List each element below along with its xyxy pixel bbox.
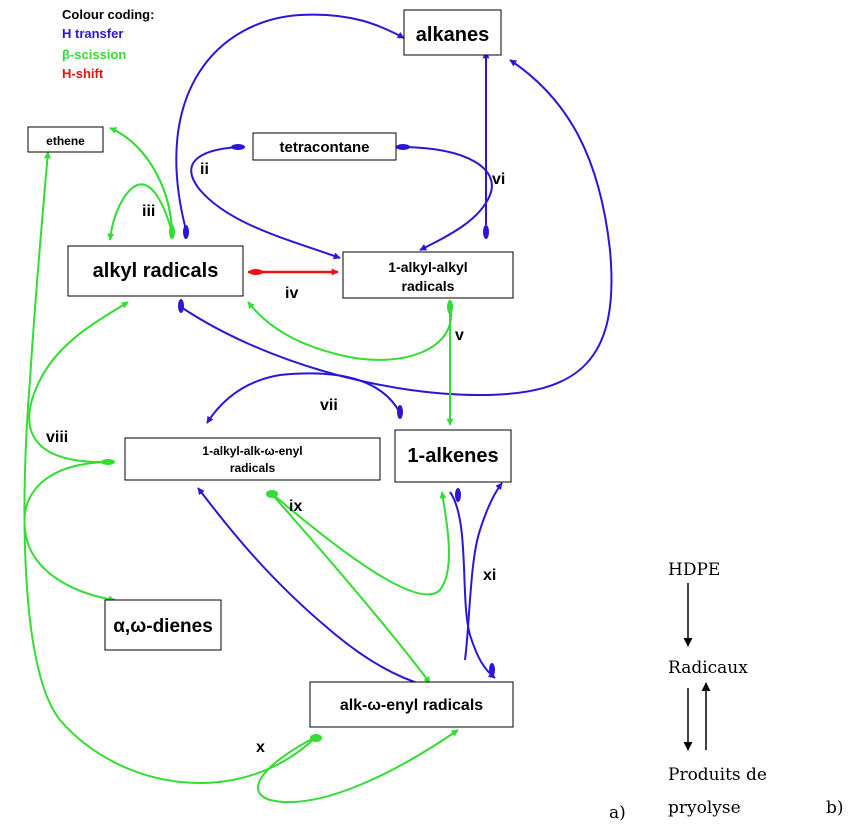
legend: Colour coding: H transfer β-scission H-s… [62,7,154,81]
h-transfer-arrows [175,13,613,692]
box-alkyl-alkyl-radicals [342,251,514,299]
box-alkyl-alkenyl-radicals [124,437,381,481]
arrow-alkenyl-to-alkenes [464,482,503,661]
arrow-tetracontane-to-alkylalkyl [190,146,341,260]
label-v: v [455,327,464,344]
arrow-alkylalkenyl-to-alkenes [269,491,450,596]
node-alkyl-alkenyl-line2: radicals [230,461,276,475]
box-1-alkenes [394,429,512,483]
legend-h-shift: H-shift [62,66,104,81]
arrow-alkenes-to-alkenylradicals [206,372,401,424]
node-alkyl-alkyl-line1: 1-alkyl-alkyl [388,259,467,275]
node-dienes: α,ω-dienes [113,616,213,637]
arrow-tails [101,144,495,742]
node-boxes [27,9,514,728]
box-dienes [104,599,222,651]
legend-title: Colour coding: [62,7,154,22]
arrow-alkylalkenyl-to-dienes [23,461,116,603]
label-vi: vi [492,171,505,188]
legend-beta-scission: β-scission [62,47,126,62]
box-alkyl-radicals [67,245,244,297]
label-ix: ix [289,498,302,515]
arrow-alkenyl-to-alkenyl [257,729,459,804]
arrow-alkyl-to-alkyl [107,183,173,241]
arrow-alkyl-to-ethene [109,127,173,233]
legend-h-transfer: H transfer [62,26,123,41]
panel-b-hdpe: HDPE [668,560,720,580]
arrow-tetracontane-to-alkylalkyl-2 [402,146,493,251]
box-tetracontane [252,132,397,161]
box-alkanes [403,9,502,56]
panel-label-a: a) [609,803,626,823]
node-labels: alkanes ethene tetracontane alkyl radica… [46,24,498,714]
panel-b: HDPE Radicaux Produits de pryolyse [668,560,767,818]
arrow-alkenes-to-alkenyl [449,491,496,679]
label-xi: xi [483,567,496,584]
arrow-alkylalkyl-to-alkyl [247,301,453,361]
box-ethene [27,126,104,153]
panel-b-produits-line2: pryolyse [668,798,741,818]
arrow-alkylalkenyl-to-alkyl [28,301,129,464]
arrow-alkenyl-to-ethene [23,151,317,784]
reaction-labels: ii iii iv v vi vii viii ix x xi [46,161,505,756]
node-alkyl-alkenyl-line1: 1-alkyl-alk-ω-enyl [202,444,302,458]
label-iii: iii [142,203,155,220]
box-alk-enyl-radicals [309,681,514,728]
node-ethene: ethene [46,134,85,148]
arrow-alkenyl-to-alkylalkenyl [197,487,493,692]
arrow-alkyl-to-alkanes [175,13,405,231]
arrow-alkylalkenyl-to-alkenyl [269,491,431,684]
label-viii: viii [46,429,68,446]
label-ii: ii [200,161,209,178]
label-iv: iv [285,285,298,302]
node-alkyl-alkyl-line2: radicals [402,278,455,294]
node-alkanes: alkanes [416,24,489,46]
node-tetracontane: tetracontane [279,139,369,156]
label-vii: vii [320,397,338,414]
arrow-alkyl-to-alkanes-via-alkenes [180,59,613,397]
beta-scission-arrows [23,127,459,804]
node-alk-enyl-radicals: alk-ω-enyl radicals [340,697,483,714]
panel-b-produits-line1: Produits de [668,765,767,785]
arrow-alkyl-to-ethene-head [109,127,173,233]
node-alkyl-radicals: alkyl radicals [93,260,219,282]
panel-label-b: b) [826,798,844,818]
label-x: x [256,739,265,756]
panel-b-radicaux: Radicaux [668,658,748,678]
node-1-alkenes: 1-alkenes [407,445,498,467]
